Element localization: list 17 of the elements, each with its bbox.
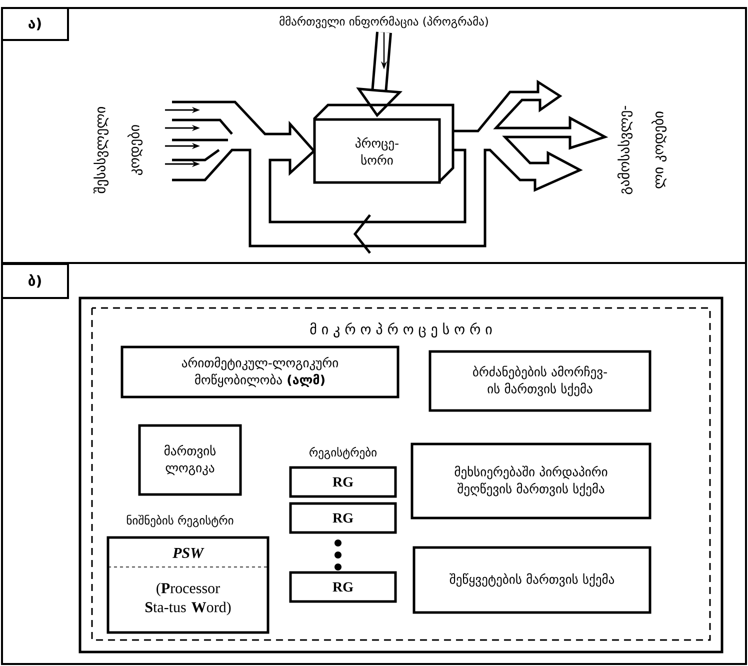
register-box: RG — [289, 571, 397, 603]
panel-tab: ბ) — [1, 263, 69, 299]
unit-box: არითმეტიკულ-ლოგიკური მოწყობილობა (ალმ) — [120, 346, 400, 398]
unit-box: მეხსიერებაში პირდაპირი შეღწევის მართვის სქემა — [410, 442, 652, 520]
panel-tab: ა) — [1, 7, 69, 41]
register-box: ნიშნების რეგისტრი PSW (Processor Sta-tus Word) — [106, 514, 270, 634]
node-label: ნიშნების რეგისტრი — [126, 514, 234, 528]
unit-box: მართვის ლოგიკა — [138, 424, 242, 496]
register-group-label: რეგისტრები — [310, 446, 376, 460]
output-label: გამოსასვლე-ლი კოდები — [617, 106, 667, 194]
unit-box: შეწყვეტების მართვის სქემა — [412, 546, 652, 614]
input-label: შესასვლელი კოდები — [93, 106, 143, 194]
processor-block: პროცე-სორი — [313, 104, 454, 184]
register-box: RG — [289, 502, 397, 534]
unit-box: ბრძანებების ამორჩევ-ის მართვის სქემა — [428, 350, 652, 412]
input-label: მმართველი ინფორმაცია (პროგრამა) — [280, 16, 488, 28]
register-box: RG — [289, 466, 397, 498]
